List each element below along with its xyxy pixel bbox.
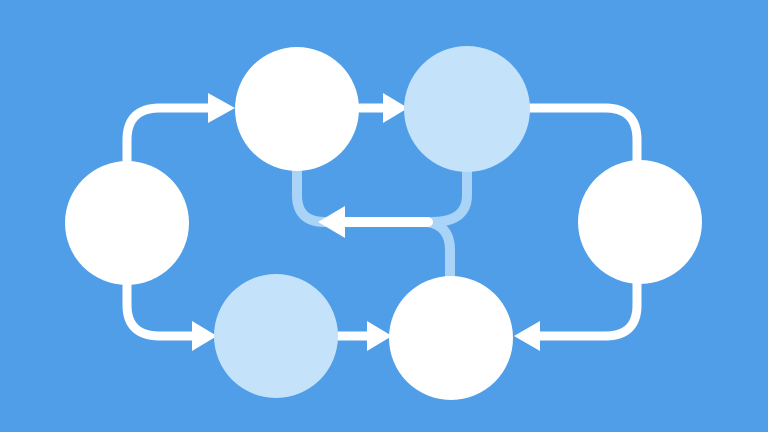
arrowhead-icon — [318, 206, 345, 238]
node-bottom-1 — [214, 274, 338, 398]
node-right — [578, 160, 702, 284]
node-top-2 — [404, 46, 530, 172]
connector-top1-center — [292, 165, 330, 227]
connector-top2-center — [427, 165, 472, 227]
node-top-1 — [235, 47, 359, 171]
node-bottom-2 — [389, 276, 513, 400]
arrowhead-icon — [208, 93, 235, 123]
connector-center-bottom2 — [423, 217, 455, 285]
arrowhead-icon — [514, 321, 540, 351]
connector-left-bottom1 — [122, 280, 203, 341]
connector-top2-right — [525, 103, 642, 167]
arrowhead-icon — [383, 93, 408, 123]
arrowhead-icon — [192, 321, 217, 351]
connector-left-top1 — [122, 103, 220, 167]
connector-right-bottom2 — [525, 279, 642, 341]
node-left — [65, 161, 189, 285]
arrowhead-icon — [367, 321, 392, 351]
